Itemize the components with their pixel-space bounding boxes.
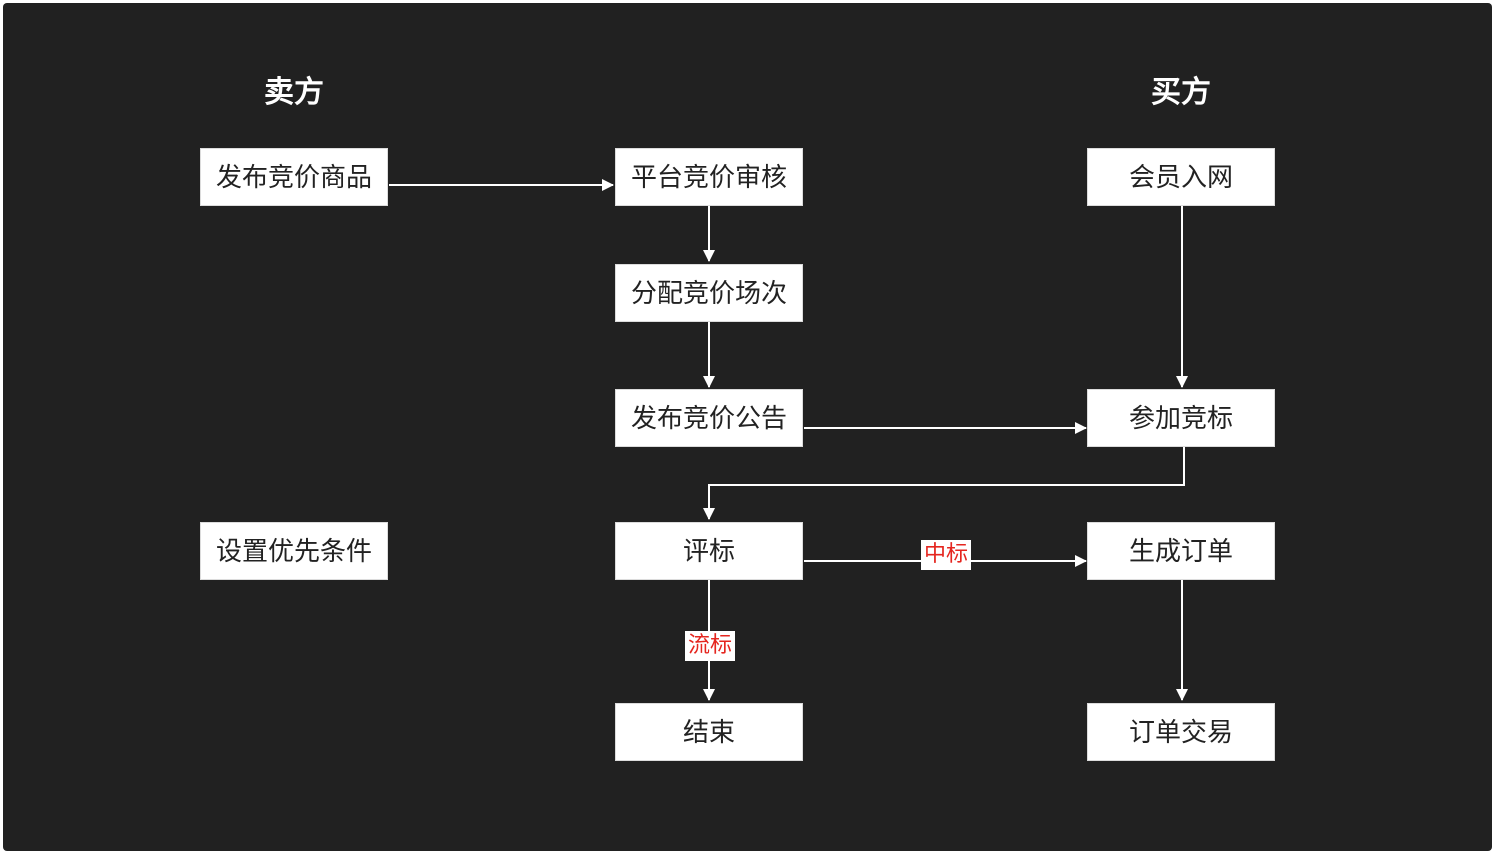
- node-member-join: 会员入网: [1087, 148, 1275, 206]
- node-assign-session: 分配竞价场次: [615, 264, 803, 322]
- node-publish-notice: 发布竞价公告: [615, 389, 803, 447]
- edge-label-won: 中标: [921, 540, 972, 570]
- node-set-priority: 设置优先条件: [200, 522, 388, 580]
- diagram-canvas: 卖方 买方 发布竞价商品 平台竞价审核 分配竞价场次 发布竞价公告 设置优先条件…: [3, 3, 1492, 851]
- node-publish-item: 发布竞价商品: [200, 148, 388, 206]
- node-evaluate: 评标: [615, 522, 803, 580]
- lane-title-buyer: 买方: [1151, 75, 1211, 110]
- node-platform-review: 平台竞价审核: [615, 148, 803, 206]
- node-order-trade: 订单交易: [1087, 703, 1275, 761]
- edge-label-failed: 流标: [685, 631, 736, 661]
- lane-title-seller: 卖方: [264, 75, 324, 110]
- node-create-order: 生成订单: [1087, 522, 1275, 580]
- node-join-bid: 参加竞标: [1087, 389, 1275, 447]
- edge-joinbid-to-evaluate: [703, 447, 1185, 520]
- node-end: 结束: [615, 703, 803, 761]
